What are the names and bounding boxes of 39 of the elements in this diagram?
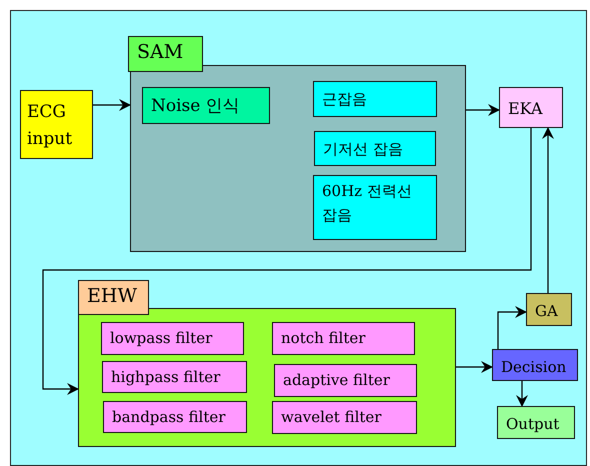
process-box (526, 293, 572, 326)
process-box (313, 175, 437, 240)
process-box (20, 90, 93, 159)
box-label: bandpass filter (112, 407, 226, 428)
process-box (272, 322, 415, 355)
process-box (497, 406, 575, 439)
process-box (499, 87, 563, 128)
arrow (542, 127, 554, 293)
process-box (101, 322, 244, 355)
box-label: lowpass filter (110, 328, 214, 349)
box-label: notch filter (281, 328, 366, 349)
box-label: 60Hz 전력선 잡음 (322, 181, 413, 226)
box-label: Noise 인식 (151, 95, 241, 118)
process-box (142, 87, 270, 124)
box-label: GA (535, 301, 559, 322)
process-box (103, 401, 247, 433)
arrow (466, 104, 500, 116)
group-tab-label: EHW (78, 280, 149, 315)
box-label: adaptive filter (283, 370, 391, 391)
arrow (456, 361, 493, 373)
arrow (93, 99, 131, 111)
box-label: Output (506, 414, 560, 435)
box-label: ECG input (27, 101, 74, 152)
process-box (314, 131, 436, 166)
box-label: EKA (508, 98, 544, 120)
process-box (274, 364, 417, 397)
arrow (497, 306, 527, 349)
group-tab-label: SAM (128, 36, 203, 72)
arrow (516, 381, 528, 407)
process-box (102, 361, 247, 393)
box-label: highpass filter (111, 367, 222, 388)
box-label: 기저선 잡음 (323, 139, 404, 160)
arrow (42, 128, 532, 395)
box-label: Decision (501, 357, 568, 378)
box-label: 근잡음 (322, 89, 368, 110)
process-box (492, 349, 578, 381)
process-box (313, 81, 437, 117)
box-label: wavelet filter (281, 407, 382, 428)
process-box (272, 401, 417, 434)
